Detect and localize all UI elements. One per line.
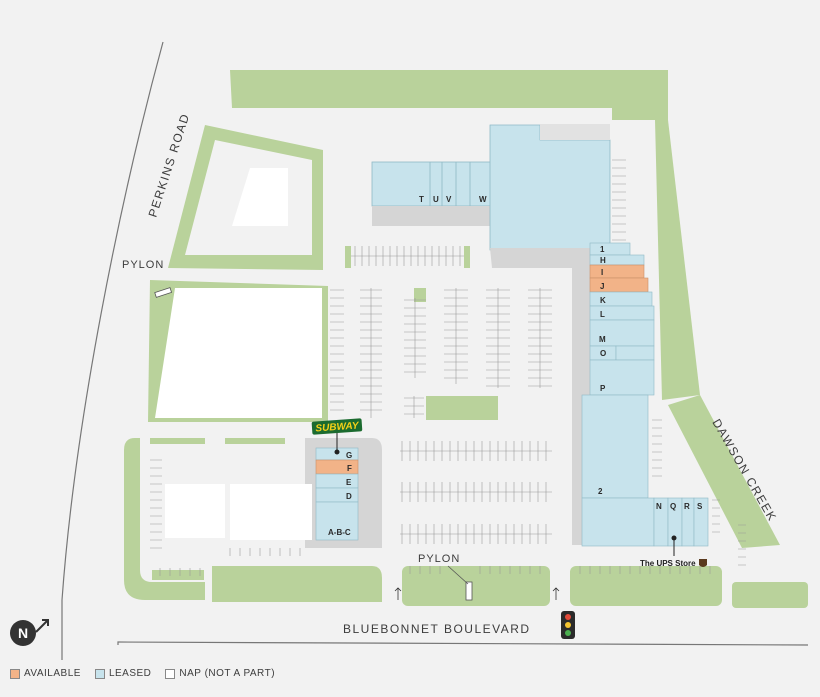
nap-building-a [165, 484, 225, 538]
pad-building-nap [232, 168, 288, 226]
unit-p [589, 359, 655, 396]
green-corner [732, 582, 808, 608]
north-compass-icon: N [10, 620, 36, 646]
traffic-light-icon [561, 611, 575, 639]
pylon-sign-west [154, 287, 173, 298]
pylon-label-west: PYLON [122, 259, 164, 271]
unit-abc [315, 501, 359, 541]
walkway-east [490, 248, 600, 545]
unit-label-t: T [419, 195, 424, 204]
unit-i [589, 264, 645, 279]
pylon-sign-south [465, 581, 473, 601]
ups-store-label: The UPS Store [640, 559, 707, 568]
svg-text:SUBWAY: SUBWAY [315, 420, 360, 434]
green-south-1 [212, 566, 382, 602]
unit-label-n: N [656, 502, 662, 511]
unit-label-w: W [479, 195, 487, 204]
pylon-label-south: PYLON [418, 553, 460, 565]
unit-label-k: K [600, 296, 606, 305]
green-south-2 [402, 566, 550, 606]
green-sw [124, 438, 205, 600]
unit-label-r: R [684, 502, 690, 511]
subway-logo: SUBWAY [311, 418, 363, 435]
unit-label-v: V [446, 195, 452, 204]
unit-label-i: I [601, 268, 603, 277]
unit-2 [581, 394, 649, 499]
ups-shield-icon [699, 559, 707, 567]
compass-letter: N [17, 625, 29, 641]
unit-label-abc: A-B-C [328, 528, 351, 537]
unit-h [589, 254, 645, 266]
unit-label-2: 2 [598, 487, 603, 496]
unit-label-1: 1 [600, 245, 605, 254]
legend-leased-swatch [94, 668, 105, 679]
legend-nap: NAP (NOT A PART) [165, 668, 275, 679]
legend-available: AVAILABLE [10, 668, 81, 679]
unit-label-q: Q [670, 502, 676, 511]
unit-label-u: U [433, 195, 439, 204]
nap-building-b [230, 484, 312, 540]
unit-label-d: D [346, 492, 352, 501]
unit-e [315, 473, 359, 489]
legend-leased: LEASED [94, 668, 152, 679]
svg-text:The UPS Store: The UPS Store [640, 559, 696, 568]
unit-label-p: P [600, 384, 606, 393]
anchor-nap-strip [540, 124, 610, 140]
unit-j [589, 277, 649, 293]
legend-leased-label: LEASED [108, 668, 152, 679]
legend-available-label: AVAILABLE [24, 668, 81, 679]
unit-label-m: M [599, 335, 606, 344]
green-strip-east [655, 120, 700, 400]
unit-label-e: E [346, 478, 352, 487]
unit-1 [589, 242, 631, 256]
perkins-road-line [61, 41, 164, 601]
green-island [426, 396, 498, 420]
unit-label-l: L [600, 310, 605, 319]
map-legend: AVAILABLE LEASED NAP (NOT A PART) [10, 668, 275, 679]
green-south-3 [570, 566, 722, 606]
unit-s [693, 497, 709, 547]
anchor-building [489, 124, 611, 251]
unit-n [581, 497, 655, 547]
green-strip-dawson [668, 395, 780, 548]
big-nap-building [155, 288, 322, 418]
unit-label-s: S [697, 502, 703, 511]
legend-nap-swatch [165, 668, 176, 679]
unit-label-g: G [346, 451, 352, 460]
legend-available-swatch [10, 668, 20, 679]
legend-nap-label: NAP (NOT A PART) [179, 668, 276, 679]
unit-label-j: J [600, 282, 604, 291]
bluebonnet-road-line [117, 641, 809, 646]
tuvw-sidewalk [372, 206, 494, 226]
parking-stalls [150, 159, 746, 576]
building-tuvw [371, 161, 495, 207]
bluebonnet-label: BLUEBONNET BOULEVARD [343, 622, 531, 636]
unit-label-f: F [347, 464, 352, 473]
unit-label-o: O [600, 349, 606, 358]
north-arrow-icon [35, 619, 49, 633]
unit-label-h: H [600, 256, 606, 265]
green-strip-top [230, 70, 668, 120]
